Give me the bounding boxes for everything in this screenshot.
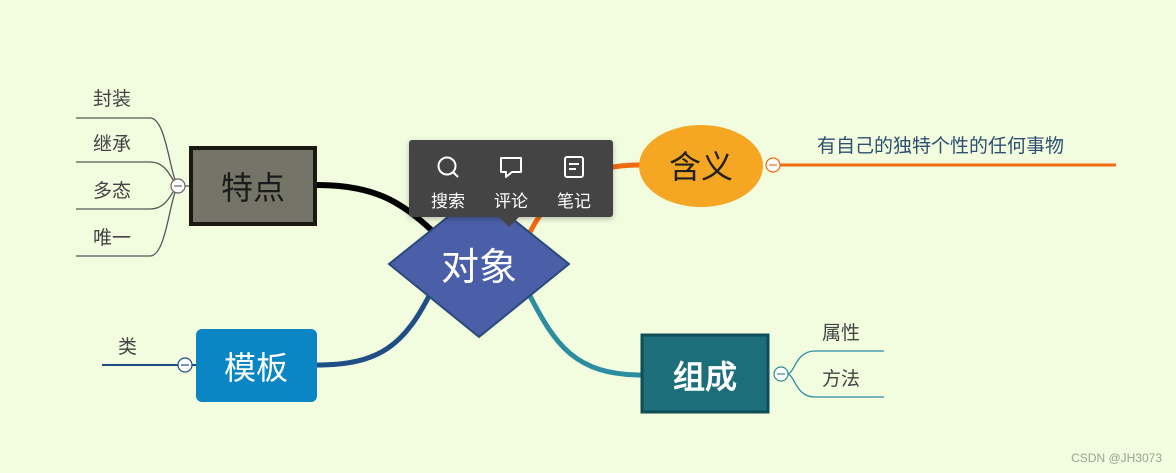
template-collapse-icon[interactable] <box>177 357 193 373</box>
toolbar-search-button[interactable]: 搜索 <box>418 154 478 212</box>
features-leaves: 封装 继承 多态 唯一 <box>76 88 191 257</box>
node-meaning[interactable]: 含义 <box>639 125 763 207</box>
node-features-label: 特点 <box>221 169 285 207</box>
connector-features <box>315 182 443 241</box>
node-composition-label: 组成 <box>673 358 737 396</box>
composition-leaf-line-2 <box>786 373 884 398</box>
toolbar-comment-button[interactable]: 评论 <box>481 154 541 212</box>
toolbar-note-label: 笔记 <box>557 192 591 212</box>
features-leaf-1[interactable]: 封装 <box>93 88 131 110</box>
features-leaf-4[interactable]: 唯一 <box>93 227 131 249</box>
node-center-label: 对象 <box>441 245 517 289</box>
node-meaning-label: 含义 <box>669 148 733 186</box>
comment-icon <box>498 154 524 184</box>
toolbar-note-button[interactable]: 笔记 <box>544 154 604 212</box>
node-features[interactable]: 特点 <box>189 146 317 226</box>
connector-template <box>315 288 435 368</box>
meaning-description-branch: 有自己的独特个性的任何事物 <box>780 135 1116 167</box>
node-template-label: 模板 <box>224 349 288 387</box>
meaning-collapse-icon[interactable] <box>765 157 781 173</box>
connector-composition <box>525 290 643 378</box>
search-icon <box>435 154 461 184</box>
composition-leaf-1[interactable]: 属性 <box>822 322 860 344</box>
features-leaf-2[interactable]: 继承 <box>93 133 131 155</box>
composition-leaves: 属性 方法 <box>786 322 884 398</box>
features-collapse-icon[interactable] <box>170 178 186 194</box>
node-center[interactable]: 对象 <box>387 190 571 339</box>
composition-leaf-line-1 <box>786 350 884 375</box>
meaning-description[interactable]: 有自己的独特个性的任何事物 <box>817 135 1064 157</box>
node-composition[interactable]: 组成 <box>640 333 770 414</box>
node-template[interactable]: 模板 <box>196 329 317 402</box>
toolbar-comment-label: 评论 <box>494 192 528 212</box>
features-leaf-3[interactable]: 多态 <box>93 180 131 202</box>
composition-leaf-2[interactable]: 方法 <box>822 368 860 390</box>
watermark: CSDN @JH3073 <box>1071 451 1162 465</box>
composition-collapse-icon[interactable] <box>773 366 789 382</box>
selection-toolbar: 搜索 评论 笔记 <box>409 140 613 227</box>
toolbar-search-label: 搜索 <box>431 192 465 212</box>
template-leaf-1[interactable]: 类 <box>118 336 137 358</box>
note-icon <box>561 154 587 184</box>
